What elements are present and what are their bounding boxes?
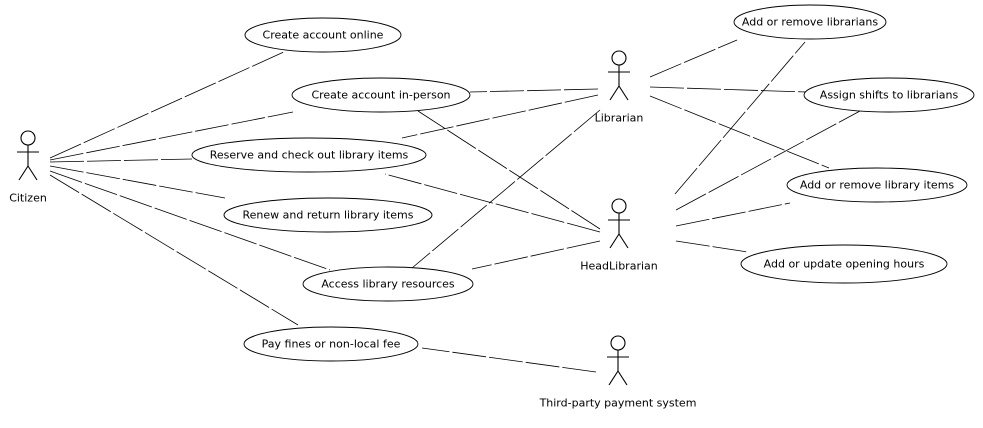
use-case-label: Create account in-person xyxy=(311,89,450,102)
use-case-ellipse xyxy=(243,326,419,362)
use-case-label: Pay fines or non-local fee xyxy=(262,338,401,351)
association-librarian-add-librarians xyxy=(649,39,738,78)
association-head-add-items xyxy=(675,202,791,227)
actor-leg-right xyxy=(27,165,38,181)
use-case-ellipse xyxy=(786,167,968,203)
actor-payment: Third-party payment system xyxy=(539,335,697,410)
use-case-label: Create account online xyxy=(263,29,384,42)
actor-head-icon xyxy=(611,198,627,214)
use-case-pay: Pay fines or non-local fee xyxy=(243,326,419,362)
use-case-label: Access library resources xyxy=(321,278,455,291)
association-head-access xyxy=(471,240,601,270)
use-case-renew: Renew and return library items xyxy=(223,197,433,233)
actor-label: Librarian xyxy=(595,112,644,125)
association-lines xyxy=(49,39,861,373)
use-case-create-online: Create account online xyxy=(244,17,402,53)
actor-leg-right xyxy=(618,233,629,249)
actor-head-icon xyxy=(20,130,36,146)
use-case-assign-shifts: Assign shifts to librarians xyxy=(803,77,975,113)
use-case-reserve: Reserve and check out library items xyxy=(191,137,427,173)
use-case-ellipse xyxy=(244,17,402,53)
association-citizen-access xyxy=(49,170,331,271)
association-head-create-in-person xyxy=(417,110,601,230)
use-case-create-in-person: Create account in-person xyxy=(291,77,471,113)
use-case-ellipse xyxy=(302,266,474,302)
use-case-label: Add or remove library items xyxy=(800,179,955,192)
actor-label: HeadLibrarian xyxy=(580,260,658,273)
use-case-label: Renew and return library items xyxy=(243,209,414,222)
use-case-access: Access library resources xyxy=(302,266,474,302)
use-case-ellipse xyxy=(291,77,471,113)
actor-leg-left xyxy=(609,85,620,101)
actor-label: Citizen xyxy=(9,192,47,205)
use-case-label: Reserve and check out library items xyxy=(210,149,409,162)
use-case-add-librarians: Add or remove librarians xyxy=(733,4,887,40)
actor-leg-right xyxy=(617,370,628,386)
use-case-ellipse xyxy=(733,4,887,40)
association-payment-pay xyxy=(421,347,597,373)
association-librarian-add-items xyxy=(649,95,830,169)
actor-leg-left xyxy=(608,370,619,386)
actor-leg-left xyxy=(609,233,620,249)
association-head-opening-hours xyxy=(675,240,749,253)
actor-label: Third-party payment system xyxy=(539,397,697,410)
association-head-assign-shifts xyxy=(675,110,861,211)
actor-leg-left xyxy=(18,165,29,181)
actors: Citizen LibrarianHeadLibrarianThird-party… xyxy=(9,50,697,410)
use-case-label: Add or remove librarians xyxy=(742,16,878,29)
association-citizen-renew xyxy=(49,165,226,199)
use-case-add-items: Add or remove library items xyxy=(786,167,968,203)
actor-head-icon xyxy=(611,50,627,66)
use-case-opening-hours: Add or update opening hours xyxy=(740,244,948,284)
association-citizen-reserve xyxy=(49,158,193,163)
association-librarian-reserve xyxy=(401,94,599,139)
actor-head-icon xyxy=(610,335,626,351)
use-case-label: Assign shifts to librarians xyxy=(820,89,959,102)
use-case-ellipse xyxy=(191,137,427,173)
use-case-ellipse xyxy=(803,77,975,113)
actor-librarian: Librarian xyxy=(595,50,644,125)
use-case-ellipse xyxy=(740,244,948,284)
actor-citizen: Citizen xyxy=(9,130,47,205)
association-citizen-pay xyxy=(49,174,299,326)
association-librarian-assign-shifts xyxy=(649,86,807,93)
association-librarian-access xyxy=(411,109,601,269)
use-case-ellipse xyxy=(223,197,433,233)
use-case-label: Add or update opening hours xyxy=(764,258,925,271)
association-head-add-librarians xyxy=(674,41,806,195)
association-citizen-create-in-person xyxy=(49,111,294,161)
association-head-reserve xyxy=(384,173,601,233)
actor-head: HeadLibrarian xyxy=(580,198,658,273)
association-librarian-create-in-person xyxy=(469,88,599,93)
actor-leg-right xyxy=(618,85,629,101)
association-citizen-create-online xyxy=(49,50,287,159)
